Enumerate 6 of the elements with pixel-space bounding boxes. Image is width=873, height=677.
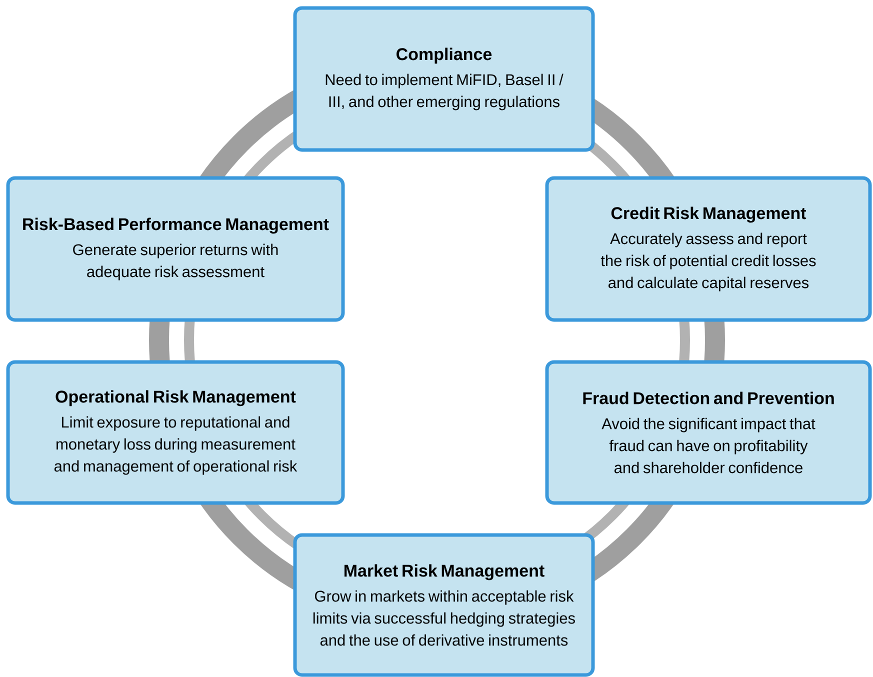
topic-box: Market Risk Management Grow in markets within acceptable risk limits via successful hedging strategies and the use of derivative instruments — [293, 533, 595, 677]
topic-box: Fraud Detection and Prevention Avoid the significant impact that fraud can have on profitability and shareholder confidence — [545, 360, 872, 505]
topic-box: Risk-Based Performance Management Generate superior returns with adequate risk assessment — [6, 176, 345, 322]
topic-box: Compliance Need to implement MiFID, Basel II / III, and other emerging regulations — [293, 6, 595, 152]
topic-box: Credit Risk Management Accurately assess and report the risk of potential credit losses and calculate capital reserves — [545, 176, 872, 322]
topic-box: Operational Risk Management Limit exposure to reputational and monetary loss during measurement and management of operational risk — [6, 360, 345, 505]
